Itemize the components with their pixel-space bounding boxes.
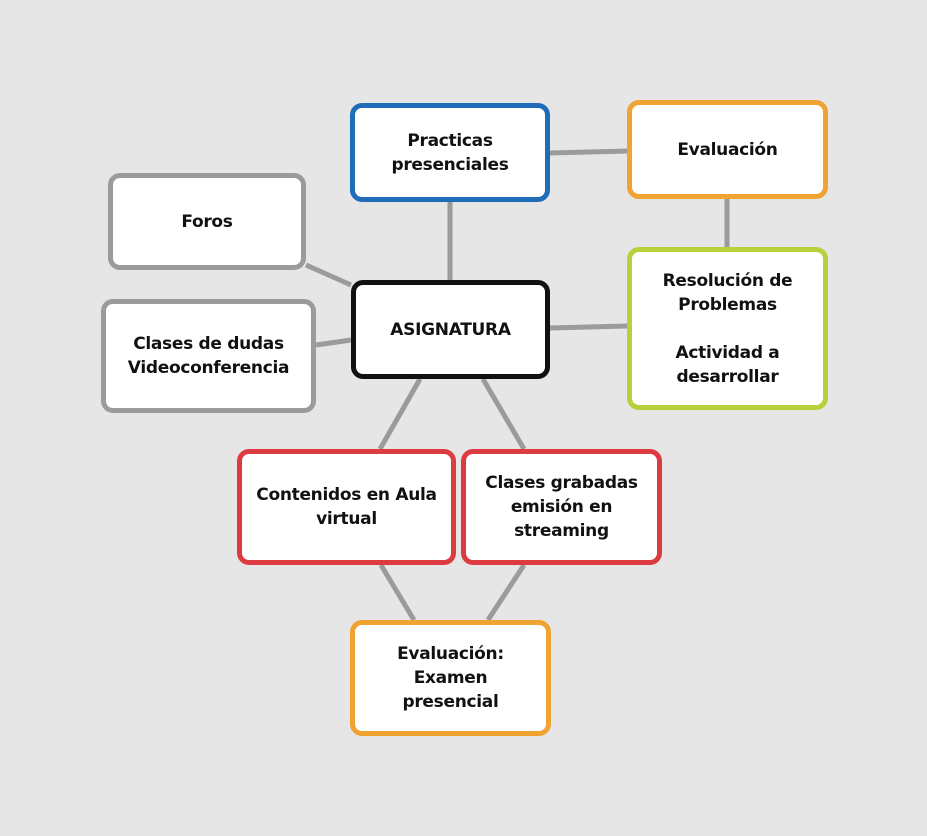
node-clases-grabadas-label: Clases grabadas emisión en streaming — [485, 473, 638, 541]
edge-clases-grabadas-evaluacion — [485, 563, 527, 622]
node-clases-grabadas: Clases grabadas emisión en streaming — [461, 449, 662, 565]
node-asignatura-label: ASIGNATURA — [390, 319, 511, 340]
node-evaluacion-examen-presencial: Evaluación: Examen presencial — [350, 620, 551, 736]
node-evaluacion: Evaluación — [627, 100, 828, 199]
node-asignatura: ASIGNATURA — [351, 280, 550, 379]
edge-asignatura-resolucion — [549, 323, 628, 331]
node-evaluacion-label: Evaluación — [677, 139, 778, 160]
node-resolucion-problemas: Resolución de Problemas Actividad a desa… — [627, 247, 828, 410]
edge-contenidos-evaluacion — [378, 563, 417, 622]
node-foros: Foros — [108, 173, 306, 270]
node-contenidos-aula-virtual: Contenidos en Aula virtual — [237, 449, 456, 565]
edge-practicas-evaluacion — [549, 148, 628, 156]
node-clases-dudas-videoconferencia: Clases de dudas Videoconferencia — [101, 299, 316, 413]
node-evaluacion-examen-label: Evaluación: Examen presencial — [397, 644, 504, 712]
edge-asignatura-contenidos — [377, 377, 423, 451]
node-contenidos-label: Contenidos en Aula virtual — [256, 485, 437, 529]
node-foros-label: Foros — [181, 211, 233, 232]
edge-asignatura-foros — [304, 262, 353, 288]
node-practicas-presenciales: Practicas presenciales — [350, 103, 550, 202]
edge-asignatura-clases-dudas — [315, 337, 352, 348]
node-clases-dudas-label: Clases de dudas Videoconferencia — [127, 334, 290, 378]
node-practicas-label: Practicas presenciales — [391, 130, 509, 175]
node-resolucion-label: Resolución de Problemas Actividad a desa… — [662, 270, 793, 387]
edge-asignatura-clases-grabadas — [480, 377, 527, 451]
